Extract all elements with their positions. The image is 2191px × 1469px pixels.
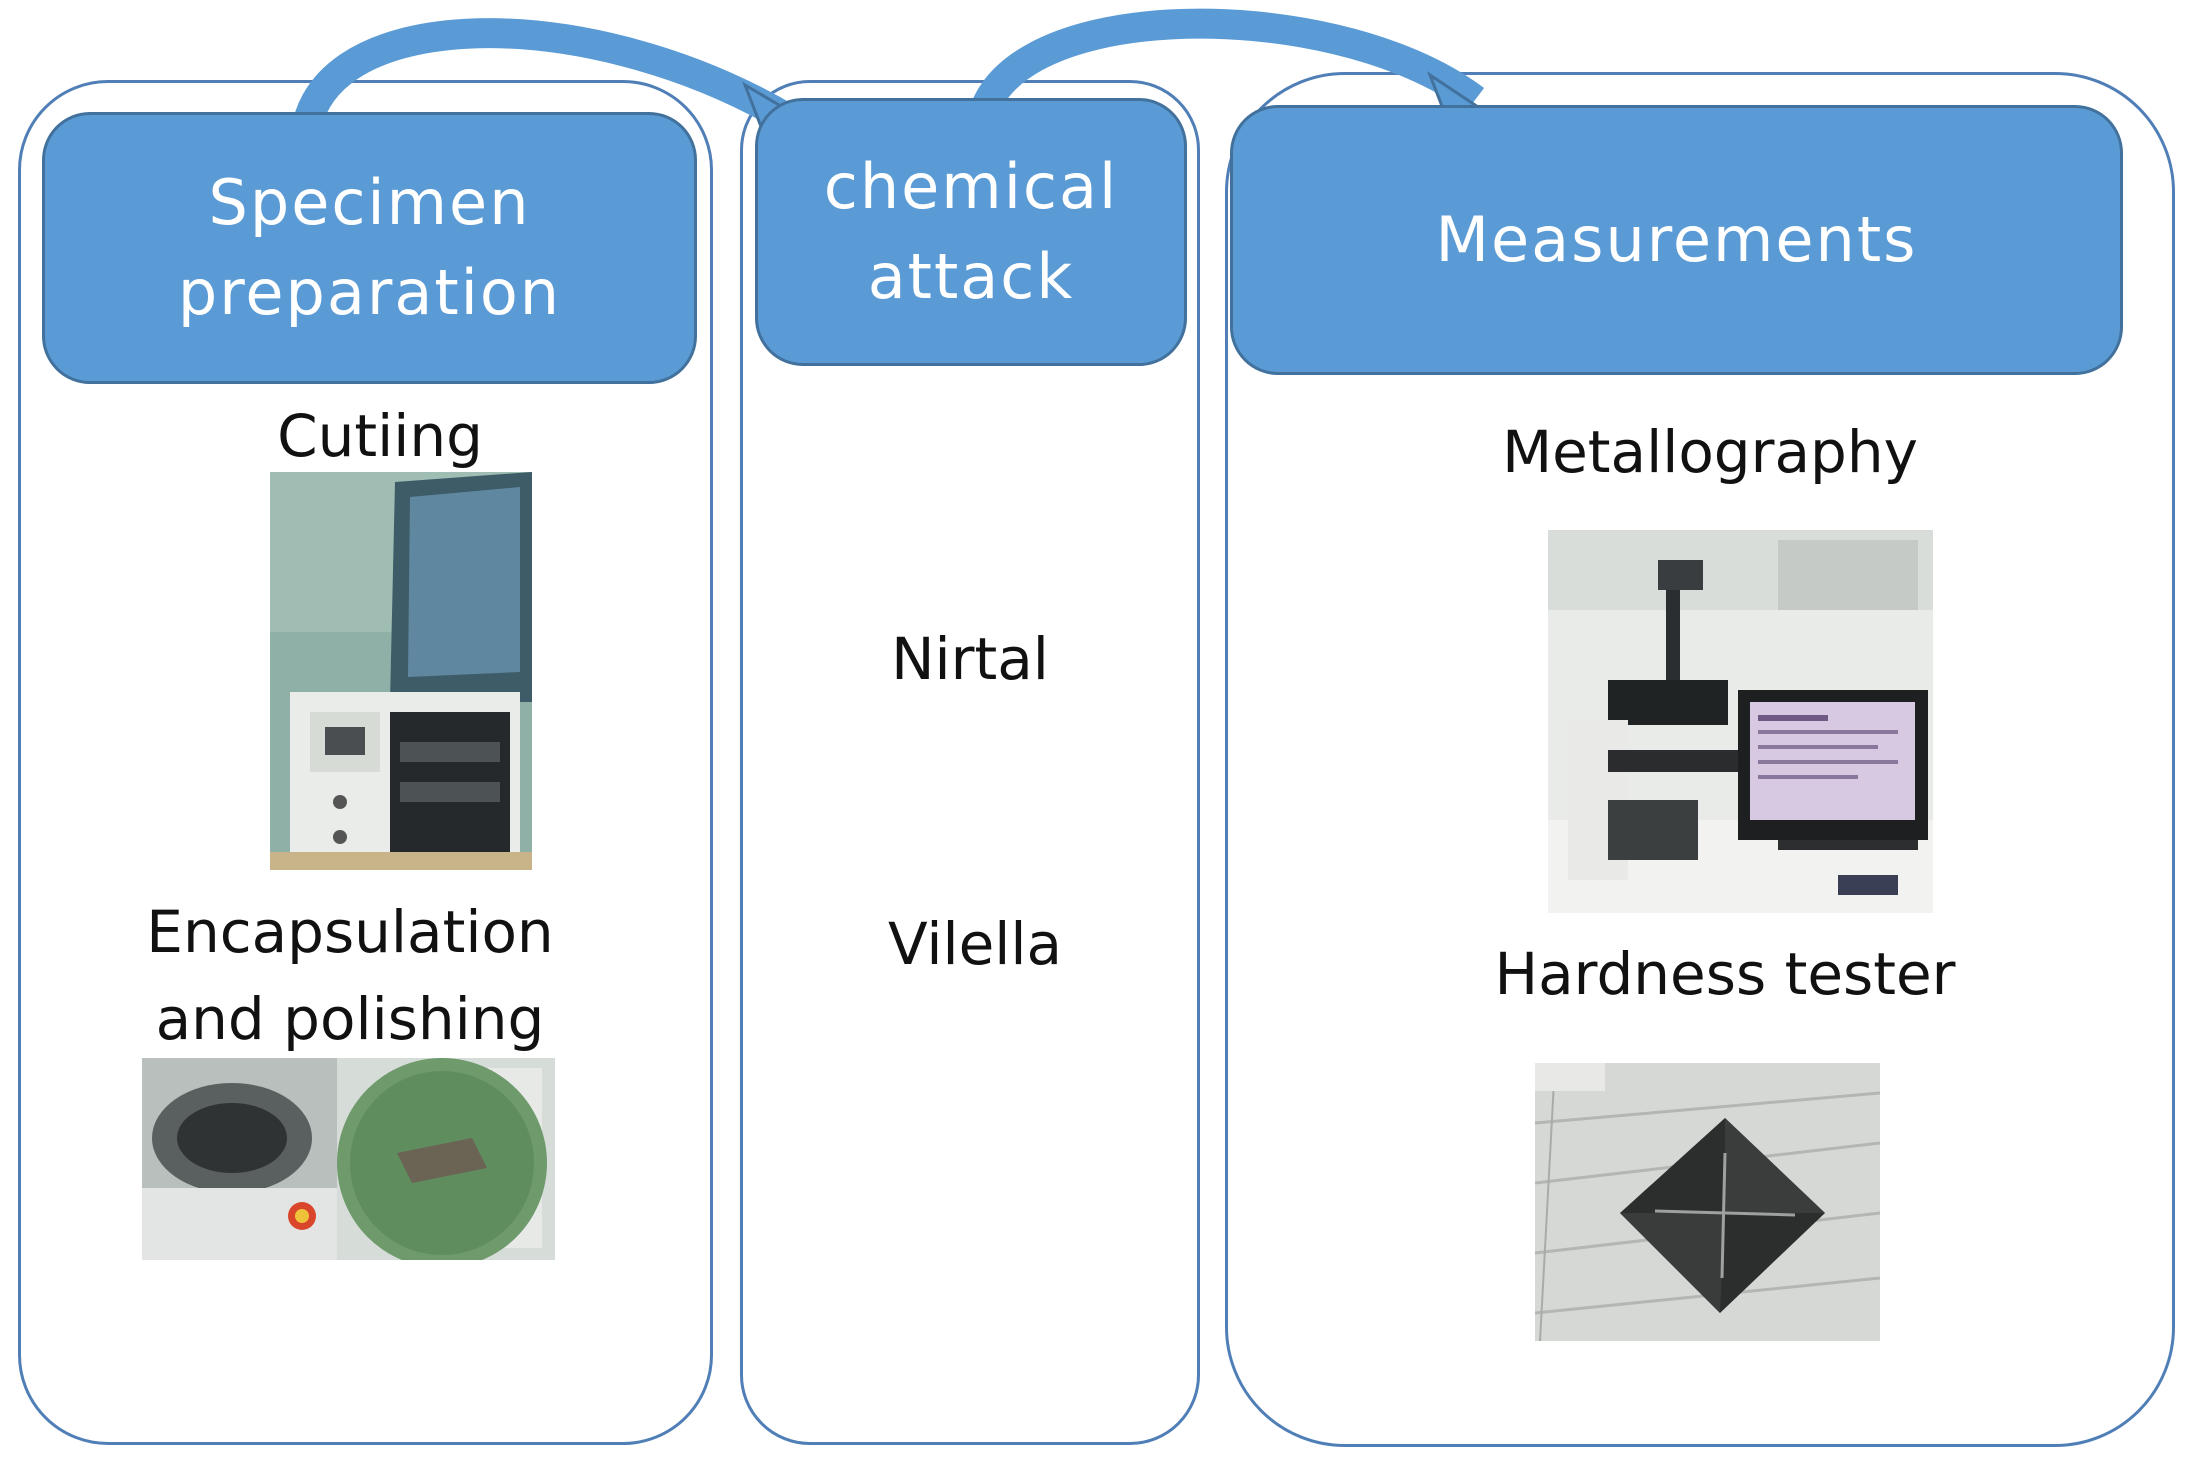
measurement-label-hardness-tester: Hardness tester — [1494, 940, 1956, 1008]
hardness-indent-photo — [1535, 1063, 1880, 1341]
etchant-label-vilella: Vilella — [887, 910, 1063, 978]
polishing-machine-photo — [142, 1058, 555, 1260]
measurement-label-metallography: Metallography — [1502, 418, 1918, 486]
step-label-encapsulation: Encapsulation — [146, 898, 554, 966]
arrow-chemical-to-measurements — [964, 8, 1485, 141]
step-label-cutting: Cutiing — [277, 402, 483, 470]
step-label-and-polishing: and polishing — [155, 985, 545, 1053]
cutting-machine-photo — [270, 472, 532, 870]
etchant-label-nirtal: Nirtal — [891, 625, 1049, 693]
microscope-photo — [1548, 530, 1933, 913]
stage-header-measurements: Measurements — [1230, 105, 2123, 375]
arrow-prep-to-chemical — [289, 18, 798, 151]
